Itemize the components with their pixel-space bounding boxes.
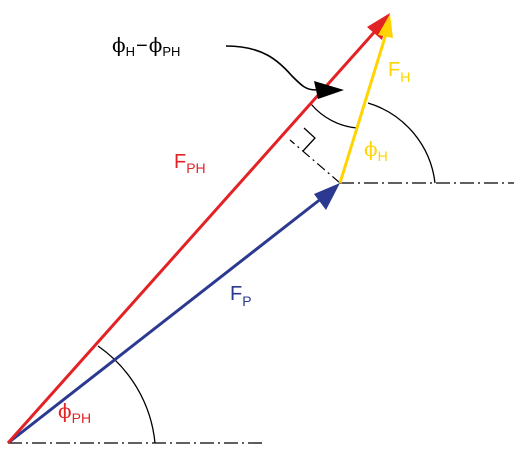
vector-fh-arrowhead (378, 14, 393, 38)
label-phi-h: ϕH (364, 137, 388, 164)
vector-fph-arrowhead (367, 13, 390, 40)
label-phase-diff: ϕH−ϕPH (112, 33, 180, 59)
arc-phi-h (367, 102, 436, 184)
arc-phi-ph (97, 345, 156, 444)
label-fh: FH (388, 59, 410, 85)
arc-phase-diff (310, 103, 358, 129)
label-fp: FP (230, 283, 252, 309)
right-angle-marker (302, 127, 316, 152)
vector-fp-arrowhead (314, 183, 340, 210)
annotation-curve (225, 45, 317, 91)
vector-fh-line (338, 33, 388, 184)
annotation-arrowhead (314, 81, 344, 99)
perpendicular-line (289, 139, 341, 184)
vector-fp-line (7, 196, 323, 445)
vector-fph-line (6, 27, 380, 444)
label-phi-ph: ϕPH (58, 399, 91, 426)
label-fph: FPH (174, 151, 206, 176)
